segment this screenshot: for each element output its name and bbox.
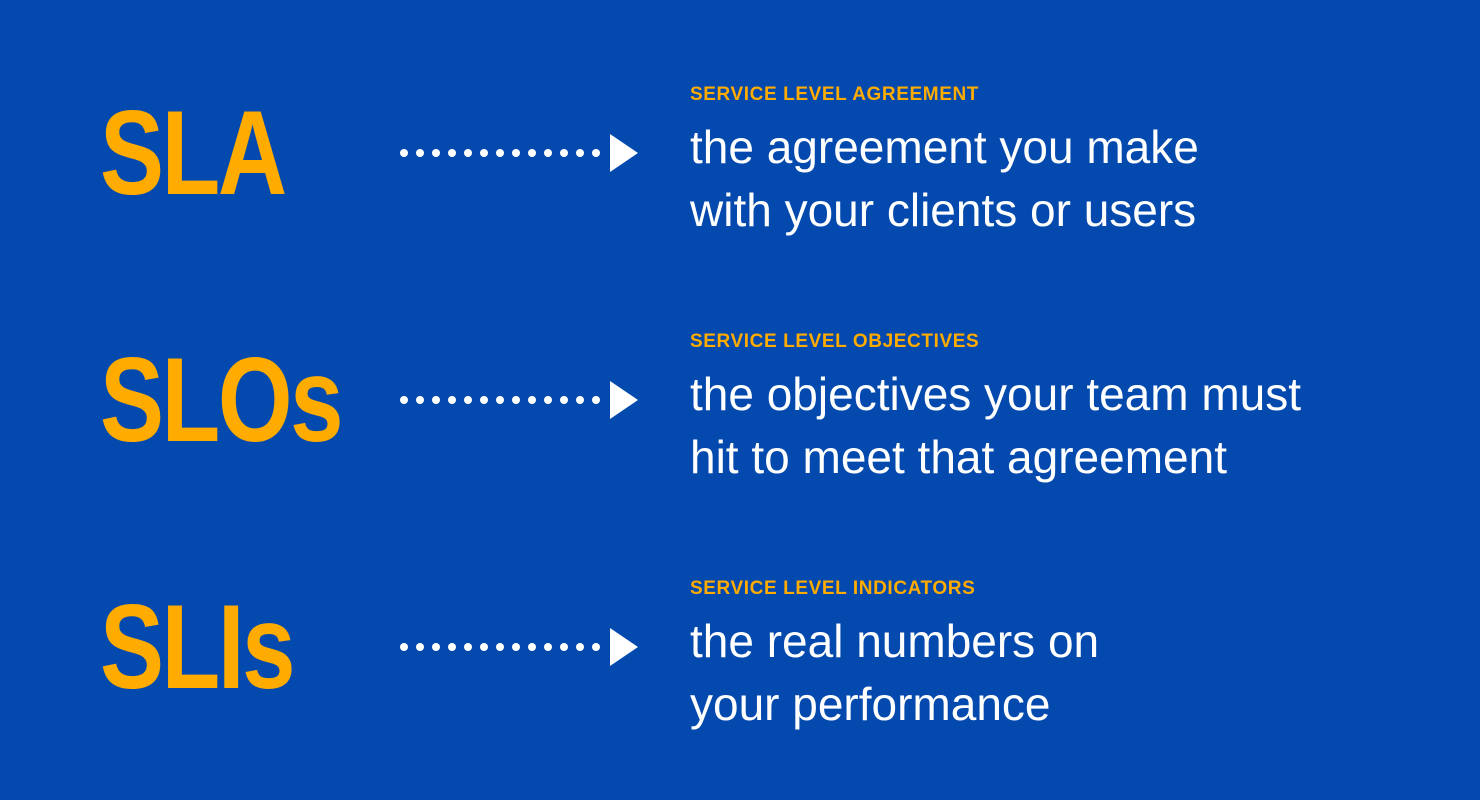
definition-list: SLA SERVICE LEVEL AGREEMENT the agreemen…: [100, 30, 1480, 770]
arrow-dot: [448, 642, 456, 651]
arrow-dot: [560, 396, 568, 404]
arrow-dot: [528, 396, 536, 404]
slos-description: SERVICE LEVEL OBJECTIVES the objectives …: [690, 331, 1480, 489]
arrow-dot: [528, 642, 536, 651]
arrow-head-icon: [610, 381, 638, 419]
arrow-dot: [512, 396, 520, 404]
sla-acronym: SLA: [100, 86, 287, 221]
arrow-head-icon: [610, 134, 638, 173]
arrow-dot: [512, 642, 520, 651]
arrow-dot: [560, 149, 568, 158]
arrow-dot: [480, 642, 488, 651]
row-sla: SLA SERVICE LEVEL AGREEMENT the agreemen…: [100, 30, 1480, 277]
slis-text-line-1: the real numbers on: [690, 614, 1100, 667]
arrow-dot: [560, 642, 568, 651]
arrow-dot: [496, 149, 504, 158]
arrow-dot: [432, 149, 440, 158]
arrow-dot: [464, 396, 472, 404]
dotted-arrow-icon: [400, 134, 690, 173]
slis-acronym: SLIs: [100, 579, 296, 714]
dotted-arrow-icon: [400, 627, 690, 666]
arrow-dot: [400, 642, 408, 651]
arrow-dot: [464, 642, 472, 651]
row-slis: SLIs SERVICE LEVEL INDICATORS the real n…: [100, 523, 1480, 770]
arrow-dot: [528, 149, 536, 158]
arrow-dot: [432, 642, 440, 651]
arrow-dot: [480, 396, 488, 404]
arrow-dot: [496, 396, 504, 404]
slos-label: SERVICE LEVEL OBJECTIVES: [690, 331, 980, 352]
arrow-dot: [416, 642, 424, 651]
arrow-dot: [416, 396, 424, 404]
arrow-dot: [464, 149, 472, 158]
arrow-dot: [592, 396, 600, 404]
arrow-dot: [544, 642, 552, 651]
sla-label: SERVICE LEVEL AGREEMENT: [690, 84, 980, 106]
sla-text-line-2: with your clients or users: [690, 184, 1197, 237]
arrow-dot: [592, 149, 600, 158]
arrow-dot: [480, 149, 488, 158]
arrow-head-icon: [610, 627, 638, 666]
slos-text-line-2: hit to meet that agreement: [690, 431, 1227, 483]
dotted-arrow-icon: [400, 381, 690, 419]
arrow-dot: [544, 396, 552, 404]
arrow-dot: [592, 642, 600, 651]
row-slos: SLOs SERVICE LEVEL OBJECTIVES the object…: [100, 277, 1480, 524]
arrow-dot: [576, 149, 584, 158]
arrow-dot: [544, 149, 552, 158]
sla-description: SERVICE LEVEL AGREEMENT the agreement yo…: [690, 84, 1480, 242]
arrow-dot: [416, 149, 424, 158]
slos-acronym: SLOs: [100, 333, 344, 467]
sla-text-line-1: the agreement you make: [690, 121, 1199, 174]
slis-text-line-2: your performance: [690, 677, 1051, 730]
arrow-dot: [496, 642, 504, 651]
arrow-dot: [576, 642, 584, 651]
slis-label: SERVICE LEVEL INDICATORS: [690, 577, 976, 599]
arrow-dot: [576, 396, 584, 404]
arrow-dot: [512, 149, 520, 158]
arrow-dot: [448, 396, 456, 404]
arrow-dot: [448, 149, 456, 158]
slis-description: SERVICE LEVEL INDICATORS the real number…: [690, 578, 1480, 736]
arrow-dot: [432, 396, 440, 404]
arrow-dot: [400, 396, 408, 404]
slos-text-line-1: the objectives your team must: [690, 368, 1302, 420]
arrow-dot: [400, 149, 408, 158]
